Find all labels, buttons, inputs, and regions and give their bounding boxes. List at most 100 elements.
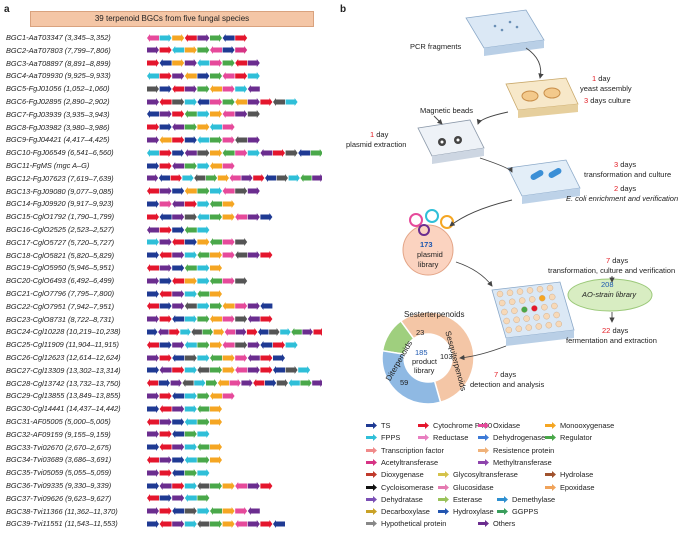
gene-arrow <box>172 417 185 426</box>
gene-arrow <box>197 251 210 260</box>
gene-arrow <box>285 340 298 349</box>
segment-sesterterpenoids-value: 23 <box>416 328 425 337</box>
gene-arrow <box>235 340 248 349</box>
gene-arrow <box>147 315 159 324</box>
gene-arrow <box>253 379 265 388</box>
legend-arrow-icon <box>478 446 489 454</box>
well <box>526 287 534 294</box>
gene-arrow <box>184 97 197 106</box>
legend-item: Dioxygenase <box>366 470 424 479</box>
bgc-label: BGC35-Tvi05059 (5,055–5,059) <box>6 468 112 478</box>
bgc-label: BGC25-Cgl11909 (11,904–11,915) <box>6 340 119 350</box>
panel-a-banner: 39 terpenoid BGCs from five fungal speci… <box>30 11 314 27</box>
gene-arrow <box>312 174 322 183</box>
gene-arrow <box>197 238 210 247</box>
gene-arrow <box>288 174 300 183</box>
legend-item: Regulator <box>545 433 592 442</box>
gene-arrow <box>235 148 248 157</box>
gene-arrow <box>159 212 172 221</box>
gene-arrow <box>291 327 302 336</box>
gene-arrow <box>147 123 159 132</box>
gene-arrow <box>260 315 273 324</box>
gene-arrow <box>260 519 273 528</box>
gene-arrow <box>147 494 159 503</box>
gene-arrow <box>197 455 210 464</box>
legend-arrow-icon <box>545 434 556 442</box>
gene-arrow <box>210 340 222 349</box>
fermentation-label: fermentation and extraction <box>566 336 657 345</box>
ferment-step-days: 22 days <box>602 326 629 335</box>
gene-arrow <box>222 123 235 132</box>
gene-arrow <box>159 455 172 464</box>
gene-arrow <box>260 481 273 490</box>
bgc-row: BGC30-Cgl14441 (14,437–14,442) <box>6 403 322 414</box>
gene-arrow <box>147 212 159 221</box>
gene-arrow <box>184 391 197 400</box>
gene-arrow <box>260 340 273 349</box>
gene-arrow <box>172 135 185 144</box>
gene-arrow <box>247 187 260 196</box>
bgc-row: BGC17-CglO5727 (5,720–5,727) <box>6 237 322 248</box>
gene-arrow <box>202 327 213 336</box>
well <box>518 297 526 304</box>
pcr-fragments-label: PCR fragments <box>410 42 462 51</box>
gene-arrow <box>147 84 159 93</box>
gene-arrow <box>273 340 285 349</box>
gene-arrow <box>184 302 197 311</box>
gene-arrow <box>159 481 172 490</box>
legend-label: Others <box>493 519 516 529</box>
legend-arrow-icon <box>366 446 377 454</box>
bgc-row: BGC28-Cgl13742 (13,732–13,750) <box>6 378 322 389</box>
segment-diterpenoids-value: 59 <box>400 378 409 387</box>
gene-arrow <box>194 379 206 388</box>
gene-arrow <box>265 379 277 388</box>
pcr-tube-rack-icon <box>465 9 545 56</box>
legend-arrow-icon <box>366 508 377 516</box>
bgc-row: BGC19-CglO5950 (5,946–5,951) <box>6 262 322 273</box>
gene-track <box>147 481 322 490</box>
gene-arrow <box>210 212 222 221</box>
legend-item: Esterase <box>438 495 482 504</box>
gene-arrow <box>147 199 159 208</box>
bgc-row: BGC31-AF05005 (5,000–5,005) <box>6 416 322 427</box>
well <box>503 317 510 325</box>
bgc-row: BGC3-AaT08897 (8,891–8,899) <box>6 58 322 69</box>
gene-arrow <box>247 71 260 80</box>
bgc-row: BGC24-Cgl10228 (10,219–10,238) <box>6 326 322 337</box>
gene-arrow <box>147 481 159 490</box>
gene-arrow <box>184 494 197 503</box>
bgc-label: BGC15-CglO1792 (1,790–1,799) <box>6 212 115 222</box>
bgc-label: BGC4-AaT09930 (9,925–9,933) <box>6 71 111 81</box>
gene-arrow <box>159 353 172 362</box>
bgc-row: BGC11-FgMS (mgc A–G) <box>6 160 322 171</box>
gene-arrow <box>235 353 248 362</box>
legend-arrow-icon <box>438 483 449 491</box>
gene-arrow <box>197 161 210 170</box>
gene-arrow <box>184 225 197 234</box>
legend-label: Epoxidase <box>560 482 595 492</box>
gene-track <box>147 379 322 388</box>
gene-arrow <box>222 391 235 400</box>
bgc-label: BGC10-FgJ06549 (6,541–6,560) <box>6 148 114 158</box>
ao-library-count: 208 <box>601 280 614 289</box>
gene-arrow <box>172 315 185 324</box>
gene-arrow <box>222 33 235 42</box>
bgc-row: BGC35-Tvi05059 (5,055–5,059) <box>6 467 322 478</box>
bgc-label: BGC6-FgJ02895 (2,890–2,902) <box>6 97 110 106</box>
gene-arrow <box>184 366 197 375</box>
gene-arrow <box>210 404 222 413</box>
well <box>555 320 563 328</box>
gene-arrow <box>222 59 235 68</box>
gene-arrow <box>147 46 159 55</box>
bgc-row: BGC16-CglO2525 (2,523–2,527) <box>6 224 322 235</box>
legend-item: Transcription factor <box>366 446 444 455</box>
gene-arrow <box>172 187 185 196</box>
gene-arrow <box>210 59 222 68</box>
gene-arrow <box>172 84 185 93</box>
gene-arrow <box>147 519 159 528</box>
transform-step-days: 3 days <box>614 160 637 169</box>
gene-arrow <box>197 353 210 362</box>
bgc-label: BGC2-AaT07803 (7,799–7,806) <box>6 45 111 55</box>
gene-arrow <box>273 366 285 375</box>
gene-arrow <box>246 327 258 336</box>
